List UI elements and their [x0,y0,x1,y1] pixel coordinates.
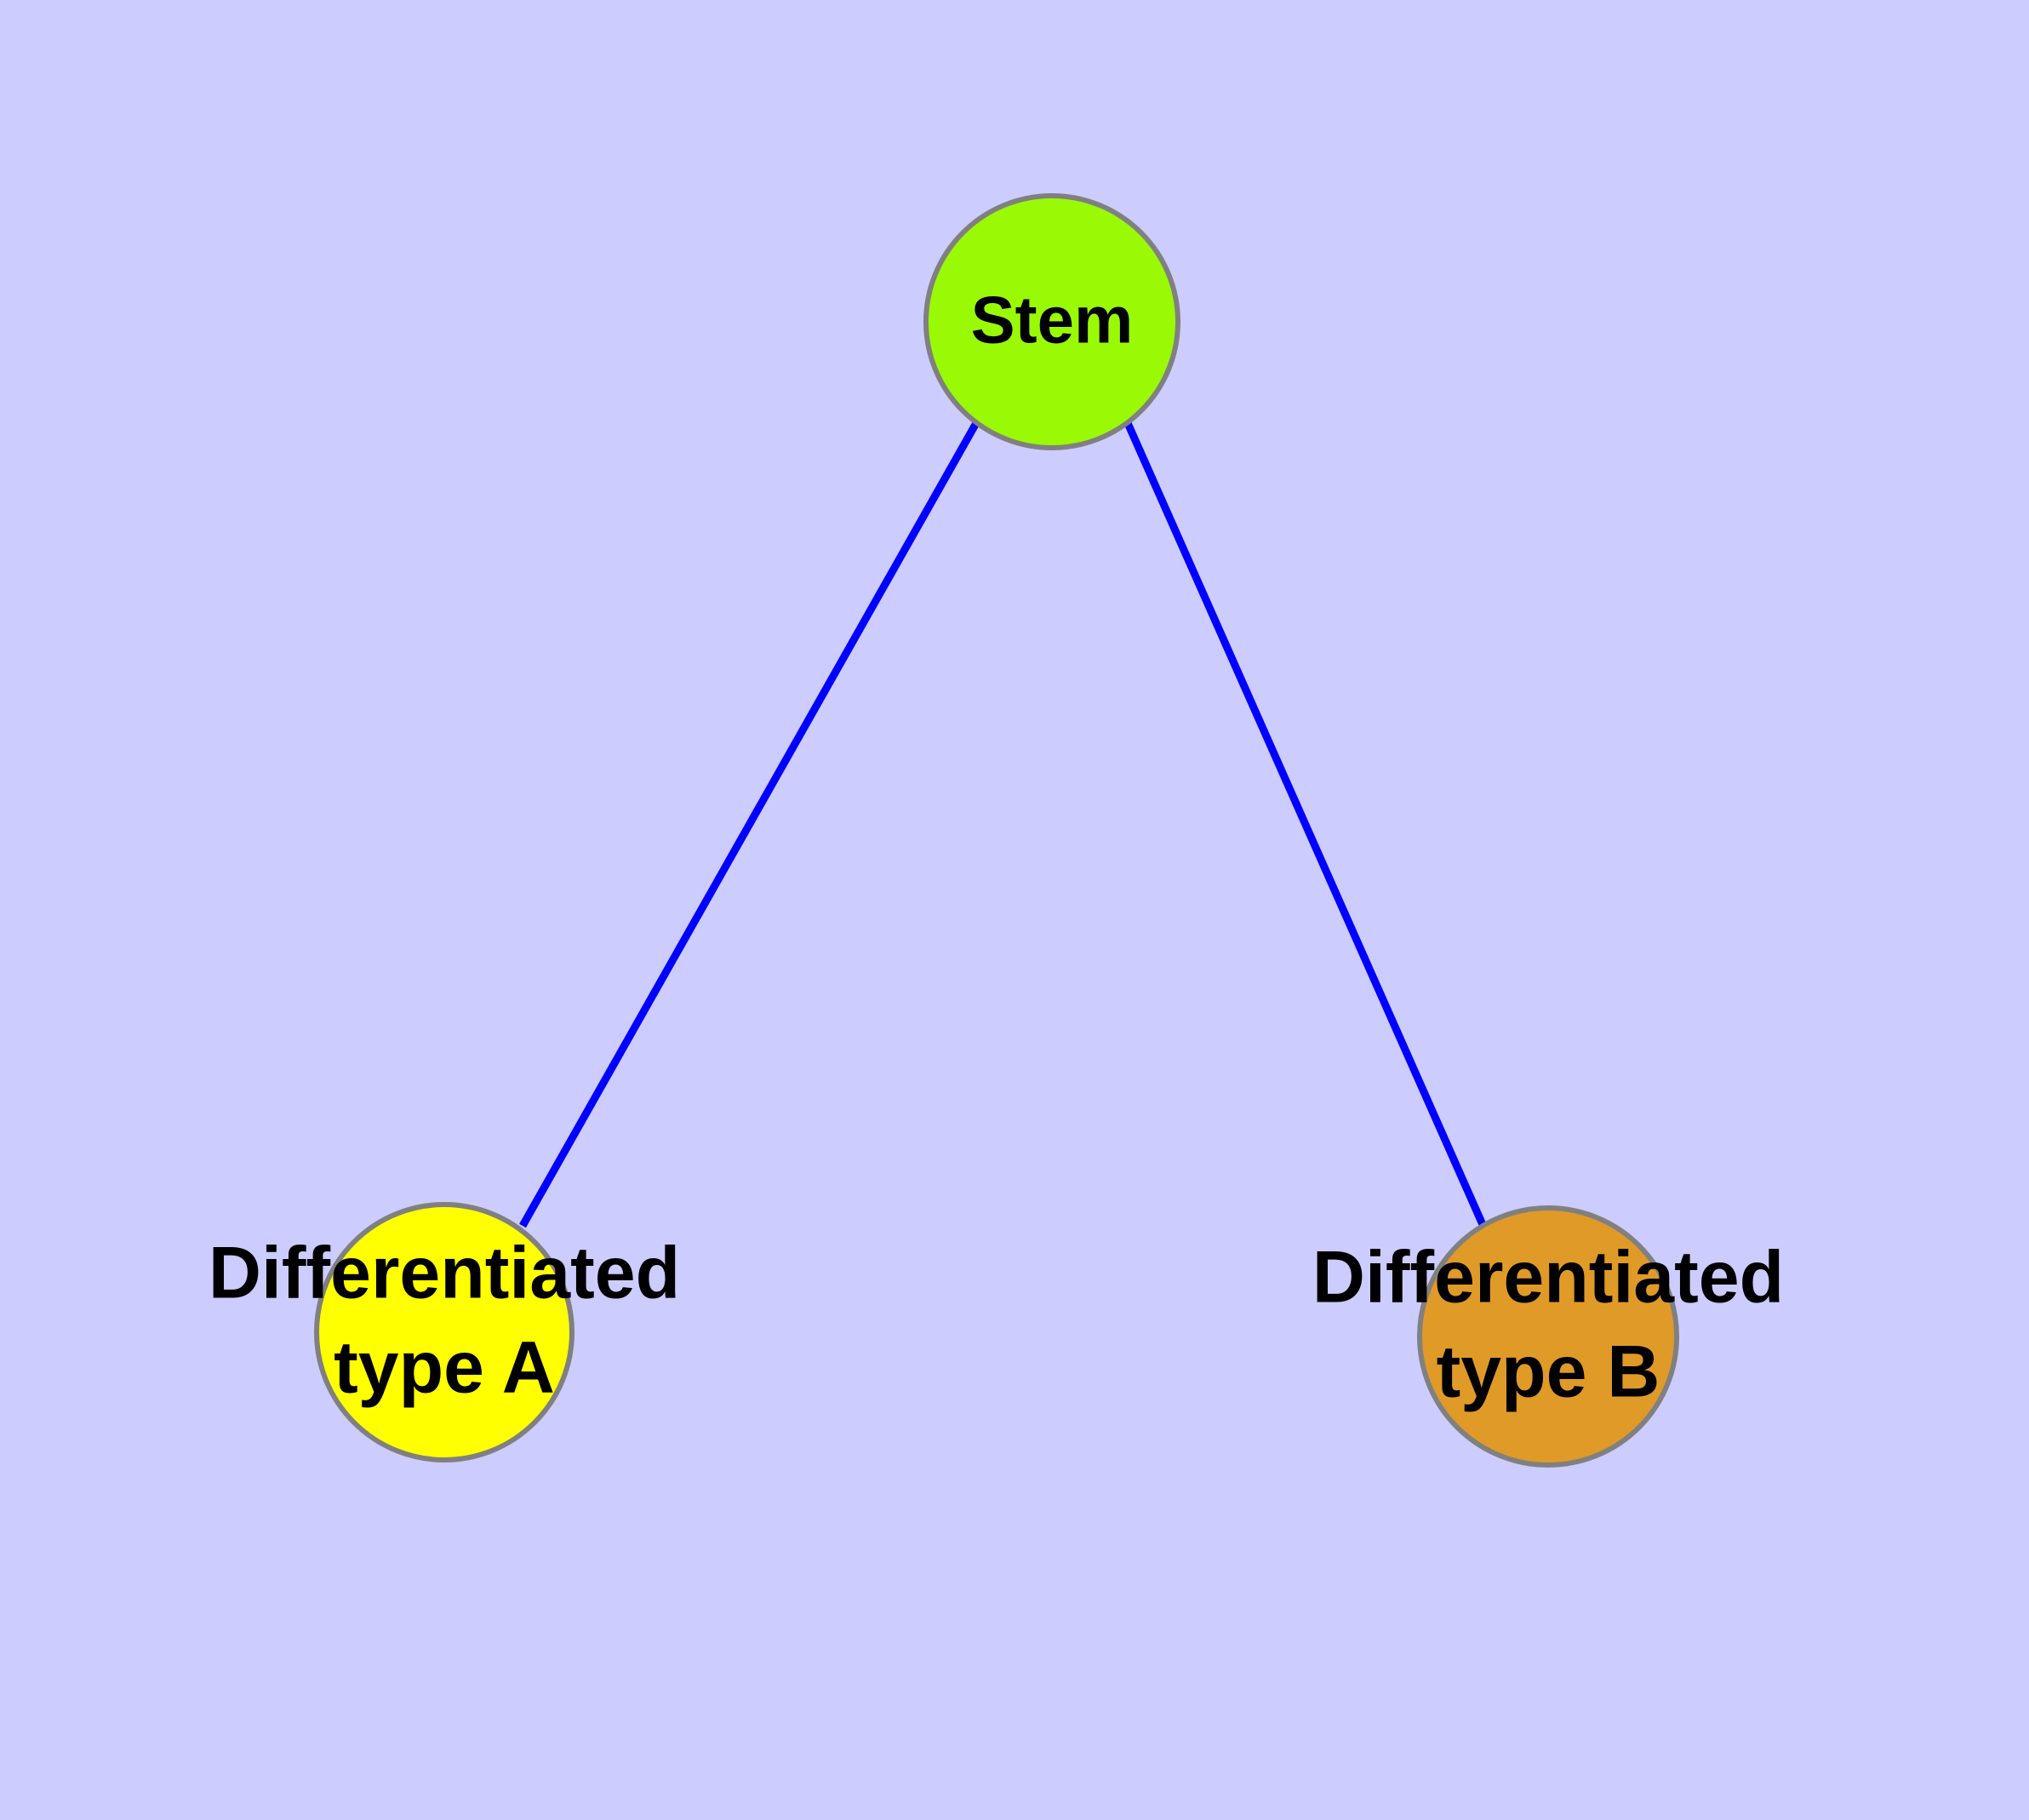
node-differentiated-type-b-circle[interactable] [1417,1205,1679,1468]
node-differentiated-type-b-label-line-1: Differentiated [1312,1237,1784,1319]
labels-layer: Stem Differentiated type A Differentiate… [209,283,1784,1413]
node-differentiated-type-a-label-line-1: Differentiated [209,1233,680,1314]
node-stem-label: Stem [971,283,1134,358]
node-differentiated-type-a-label: Differentiated type A [209,1233,680,1409]
node-differentiated-type-a-circle[interactable] [314,1202,574,1462]
node-differentiated-type-b-label: Differentiated type B [1312,1237,1784,1413]
edges-layer [519,421,1489,1230]
edge-stem-to-differentiated-type-a[interactable] [519,421,980,1228]
edge-stem-to-differentiated-type-b[interactable] [1123,421,1489,1230]
node-differentiated-type-b-label-line-2: type B [1437,1331,1660,1413]
node-differentiated-type-a-label-line-2: type A [334,1327,555,1409]
nodes-layer [314,193,1679,1468]
node-stem-circle[interactable] [923,193,1180,450]
